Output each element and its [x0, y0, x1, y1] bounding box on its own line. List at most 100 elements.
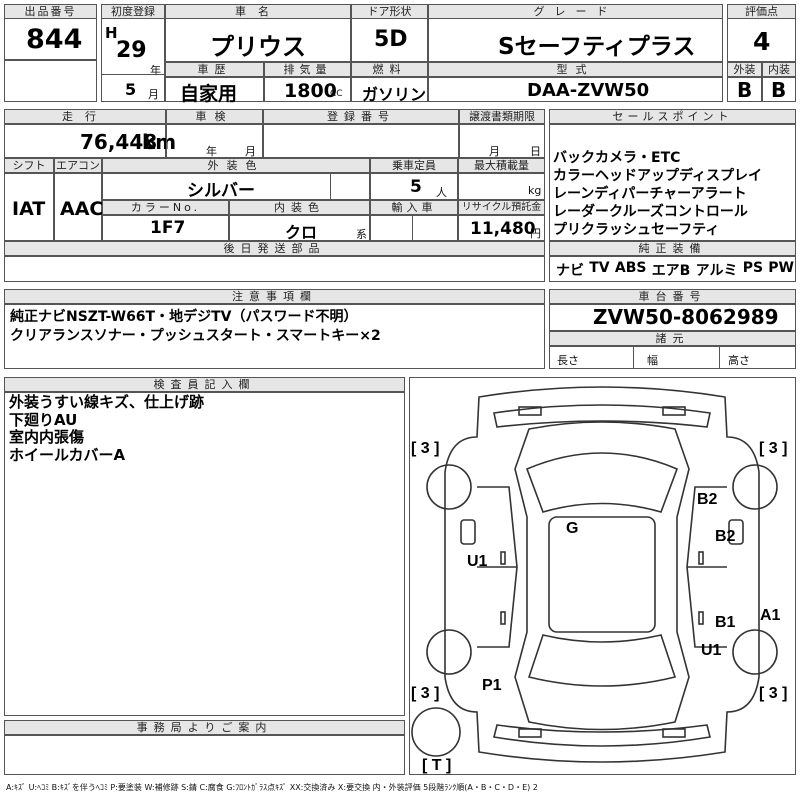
recycle-box [458, 215, 545, 241]
windshield [525, 452, 679, 513]
mileage-unit: km [142, 130, 177, 154]
chassis-label: 車台番号 [549, 289, 796, 304]
inspector-line: 外装うすい線キズ、仕上げ跡 [9, 393, 205, 411]
inspector-label: 検査員記入欄 [4, 377, 405, 392]
transfer-month-unit: 月 [489, 145, 500, 158]
transfer-label: 譲渡書類期限 [459, 109, 545, 124]
wheel-front-left [426, 464, 472, 510]
office-label: 事務局よりご案内 [4, 720, 405, 735]
interior-box [762, 77, 796, 102]
inspection-box [166, 124, 263, 158]
inspection-label: 車検 [166, 109, 263, 124]
rear-bumper [493, 724, 711, 747]
mileage: 76,448 [80, 130, 158, 154]
inspection-year-unit: 年 [206, 145, 217, 158]
width-label: 幅 [647, 354, 658, 367]
sales-label: セールスポイント [549, 109, 796, 124]
interior-grade: B [771, 78, 787, 102]
wheel-rear-left [426, 629, 472, 675]
sales-line: レーンディパーチャーアラート [553, 186, 747, 202]
max-load-unit: kg [528, 184, 542, 197]
notes-line: クリアランスソナー・プッシュスタート・スマートキー×2 [10, 328, 381, 344]
recycle-fee: 11,480 [470, 219, 536, 239]
max-load-label: 最大積載量 [458, 158, 545, 173]
left-mirror [460, 519, 476, 545]
import-divider [412, 215, 413, 241]
capacity-box [370, 173, 458, 200]
fuel: ガソリン [362, 85, 427, 104]
inspector-line: 下廻りAU [9, 410, 78, 429]
notes-label: 注意事項欄 [4, 289, 545, 304]
tire-mark: [ 3 ] [411, 440, 439, 457]
equipment-label: 純正装備 [549, 241, 796, 256]
dims-box [549, 346, 796, 369]
ac-box [54, 173, 102, 241]
exterior-grade: B [737, 78, 753, 102]
first-registration-label: 初度登録 [101, 4, 165, 19]
lot-number: 844 [26, 24, 83, 55]
capacity-label: 乗車定員 [370, 158, 458, 173]
color-box [102, 173, 370, 200]
right-mirror [728, 519, 744, 545]
history-box [165, 77, 264, 102]
body-color: シルバー [187, 181, 255, 201]
equipment-list: ナビ TV ABS エアB アルミ PS PW [556, 260, 794, 280]
equip-item: ナビ [556, 263, 584, 279]
displacement: 1800 [284, 80, 337, 102]
year-unit: 年 [150, 64, 161, 77]
tire-mark: [ 3 ] [411, 685, 439, 702]
equip-item: PW [768, 260, 794, 276]
shift-box [4, 173, 54, 241]
interior-label: 内装 [762, 62, 796, 77]
car-outline [444, 386, 760, 763]
max-load-box [458, 173, 545, 200]
capacity: 5 [410, 177, 422, 197]
transfer-day-unit: 日 [530, 145, 541, 158]
sales-line: プリクラッシュセーフティ [553, 222, 720, 238]
mileage-label: 走行 [4, 109, 166, 124]
recycle-unit: 円 [530, 227, 541, 240]
registration-year: 29 [116, 38, 147, 63]
score: 4 [753, 27, 771, 56]
door-type: 5D [374, 27, 408, 52]
month-unit: 月 [148, 88, 159, 101]
score-label: 評価点 [727, 4, 796, 19]
car-name: プリウス [210, 33, 306, 61]
chassis-box [549, 304, 796, 331]
office-box [4, 735, 405, 775]
equip-item: TV [589, 260, 610, 276]
sales-line: バックカメラ・ETC [553, 150, 681, 166]
car-diagram: [ 3 ] [ 3 ] [ 3 ] [ 3 ] [ T ] B2 B2 G U1… [411, 386, 787, 774]
car-diagram-box [409, 377, 796, 775]
height-label: 高さ [728, 354, 750, 367]
reg-number-box [263, 124, 459, 158]
sales-lines: バックカメラ・ETC カラーヘッドアップディスプレイ レーンディパーチャーアラー… [553, 149, 793, 239]
history-label: 車歴 [165, 62, 264, 77]
int-color-box [229, 215, 370, 241]
color-divider [330, 173, 331, 200]
history: 自家用 [180, 83, 238, 105]
displacement-unit: CC [330, 89, 343, 99]
chassis-number: ZVW50-8062989 [593, 305, 779, 329]
int-color: クロ [285, 223, 318, 242]
equipment-box [549, 256, 796, 282]
model-box [428, 77, 723, 102]
color-no-box [102, 215, 229, 241]
ac-label: エアコン [54, 158, 102, 173]
int-color-label: 内装色 [229, 200, 370, 215]
roof [548, 516, 656, 633]
shift: IAT [12, 198, 46, 220]
grade: Sセーフティプラス [498, 34, 696, 60]
color-no-label: カラーNo. [102, 200, 229, 215]
notes-line: 純正ナビNSZT-W66T・地デジTV（パスワード不明） [10, 309, 358, 325]
car-name-label: 車名 [165, 4, 351, 19]
rear-glass [527, 634, 677, 687]
equip-item: アルミ [695, 263, 738, 279]
damage-mark: B2 [697, 491, 718, 508]
transfer-box [459, 124, 545, 158]
equip-item: PS [742, 260, 764, 276]
dims-label: 諸元 [549, 331, 796, 346]
legend: A:ｷｽﾞ U:ﾍｺﾐ B:ｷｽﾞを伴うﾍｺﾐ P:要塗装 W:補修跡 S:錆 … [6, 783, 538, 792]
displacement-label: 排気量 [264, 62, 351, 77]
sales-box [549, 124, 796, 241]
